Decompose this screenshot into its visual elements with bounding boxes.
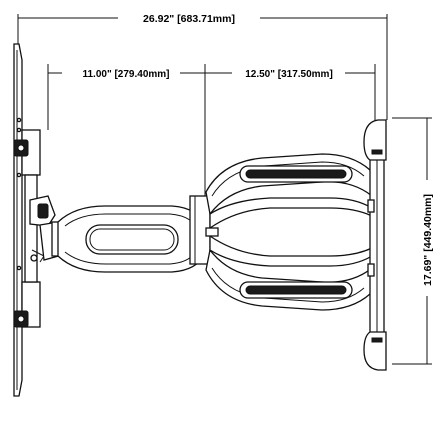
outer-arm-upper — [205, 153, 373, 230]
tv-bracket — [13, 129, 56, 328]
dimension-plate-height: 17.69" [449.40mm] — [392, 117, 434, 365]
dimension-overall-width: 26.92" [683.71mm] — [17, 13, 388, 120]
plate-height-label: 17.69" [449.40mm] — [422, 194, 434, 286]
outer-arm-lower — [205, 227, 373, 311]
wall-plate — [363, 119, 387, 371]
tv-panel — [13, 43, 23, 397]
dimension-inner-arm: 11.00" [279.40mm] — [47, 64, 205, 130]
overall-width-label: 26.92" [683.71mm] — [143, 13, 235, 25]
outer-arm-label: 12.50" [317.50mm] — [245, 69, 333, 80]
inner-arm — [39, 195, 211, 273]
inner-arm-label: 11.00" [279.40mm] — [82, 69, 169, 80]
